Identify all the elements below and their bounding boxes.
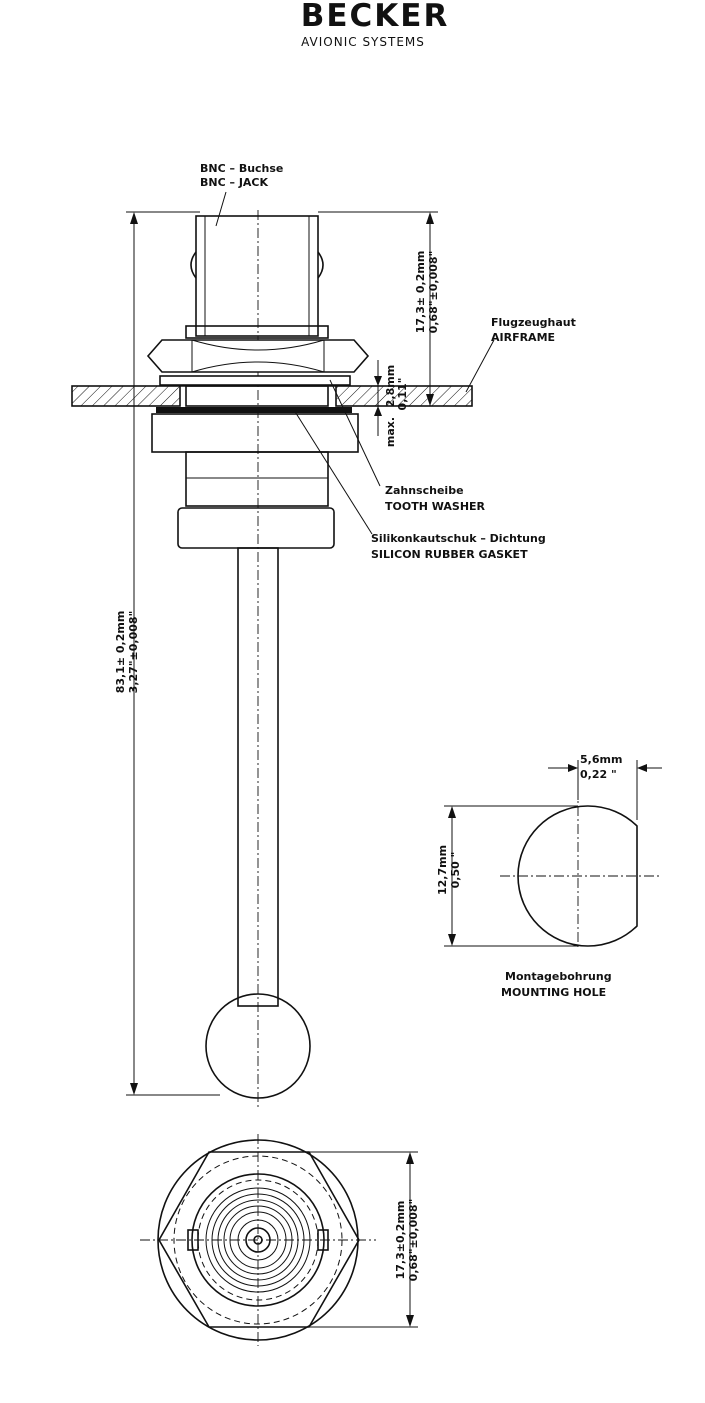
label-airframe-de: Flugzeughaut [491,316,576,329]
label-bnc-en: BNC – JACK [200,176,269,189]
base-flange [152,414,358,452]
dim-hole-in: 0,50 " [449,852,462,889]
label-bnc-de: BNC – Buchse [200,162,283,175]
dim-total-mm: 83,1± 0,2mm [114,611,127,694]
label-hole-en: MOUNTING HOLE [501,986,606,999]
dim-flat-in: 0,22 " [580,768,617,781]
bottom-view: 17,3±0,2mm 0,68"±0,008" [140,1134,420,1346]
mounting-hole-view: 5,6mm 0,22 " 12,7mm 0,50 " Montagebohrun… [436,753,662,999]
dim-top-mm: 17,3± 0,2mm [414,251,427,334]
tooth-washer [160,376,350,385]
brand-tagline: AVIONIC SYSTEMS [301,35,425,49]
brand-logo: BECKER AVIONIC SYSTEMS [301,0,450,49]
dim-bottom-mm: 17,3±0,2mm [394,1201,407,1280]
label-gasket-en: SILICON RUBBER GASKET [371,548,528,561]
airframe-skin-left [72,386,180,406]
collar [178,508,334,548]
dim-top-in: 0,68"±0,008" [427,251,440,334]
hex-nut [148,340,368,372]
dim-thickness-note: max. [384,417,397,447]
bnc-jack-body [196,216,318,336]
dim-hole-mm: 12,7mm [436,845,449,895]
dim-flat-mm: 5,6mm [580,753,622,766]
brand-name: BECKER [301,0,450,34]
label-gasket-de: Silikonkautschuk – Dichtung [371,532,546,545]
dim-bottom-in: 0,68"±0,008" [407,1199,420,1282]
dim-thickness-in: 0,11" [396,378,409,411]
label-washer-de: Zahnscheibe [385,484,464,497]
label-hole-de: Montagebohrung [505,970,612,983]
label-airframe-en: AIRFRAME [491,331,555,344]
bottom-hex-nut [159,1152,359,1327]
dim-total-in: 3,27"±0,008" [127,611,140,694]
silicon-rubber-gasket [156,407,352,413]
connector-neck [186,452,328,506]
label-washer-en: TOOTH WASHER [385,500,486,513]
